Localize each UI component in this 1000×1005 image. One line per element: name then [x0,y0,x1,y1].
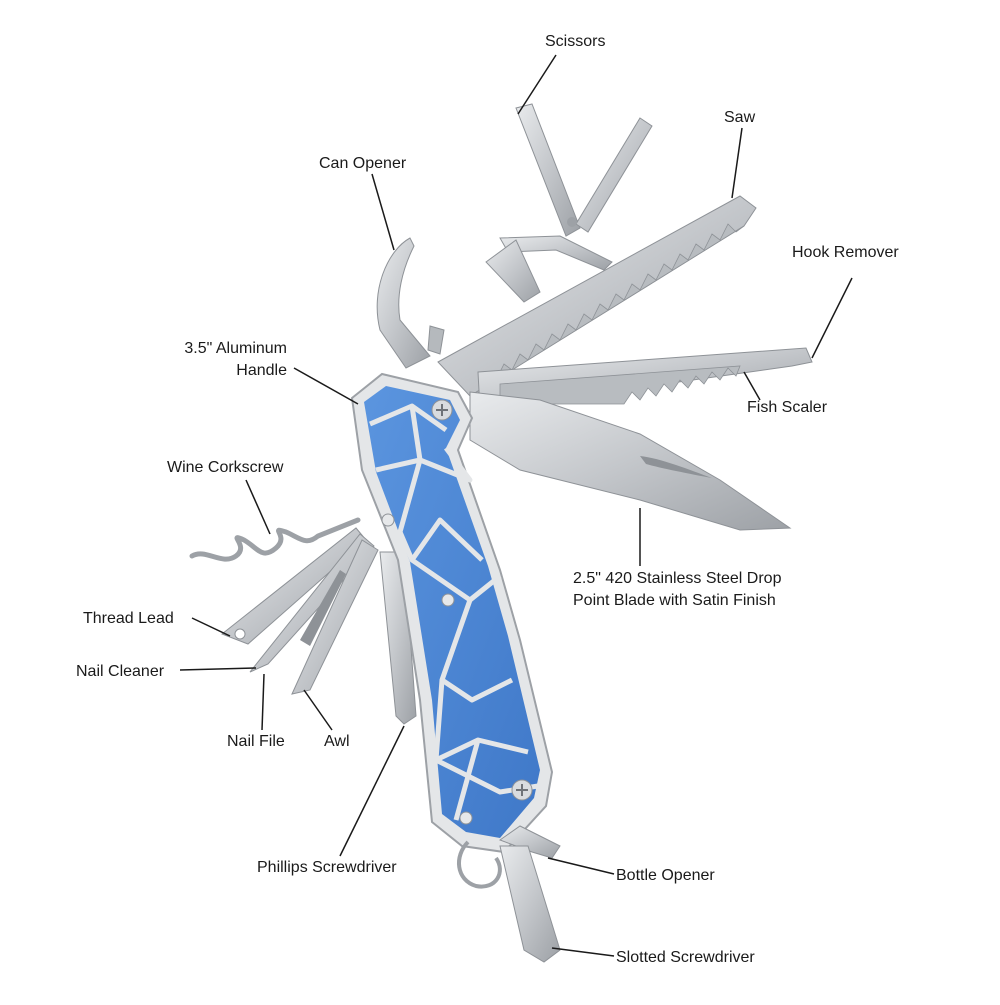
label-handle-line1: 3.5" Aluminum [184,340,287,357]
leader-phillips [339,725,405,857]
leader-nail-file [261,673,265,731]
label-phillips-screwdriver: Phillips Screwdriver [257,859,397,876]
leader-hook-remover [811,277,853,359]
leader-handle [293,367,359,405]
label-handle-line2: Handle [236,362,287,379]
label-saw: Saw [724,109,756,126]
aluminum-handle [350,372,554,854]
label-nail-cleaner: Nail Cleaner [76,663,165,680]
leader-lines [179,54,853,957]
label-scissors: Scissors [545,33,606,50]
bottle-opener-tool [456,825,561,963]
leader-scissors [517,54,557,115]
label-blade-line2: Point Blade with Satin Finish [573,592,776,609]
label-bottle-opener: Bottle Opener [616,867,715,884]
leader-slotted [551,947,615,957]
leader-thread-lead [191,617,231,637]
fish-scaler-tool [477,347,813,411]
label-fish-scaler: Fish Scaler [747,399,828,416]
label-hook-remover: Hook Remover [792,244,899,261]
label-slotted-screwdriver: Slotted Screwdriver [616,949,755,966]
leader-corkscrew [245,479,271,535]
drop-point-blade [469,391,792,531]
leader-can-opener [371,173,395,251]
label-nail-file: Nail File [227,733,285,750]
label-awl: Awl [324,733,350,750]
saw-tool [437,195,757,397]
leader-nail-cleaner [179,667,257,671]
scissors-tool [485,103,653,303]
handle-screws [381,399,533,825]
leader-saw [731,127,743,199]
small-tools [221,527,379,695]
leader-fish-scaler [743,371,761,401]
label-can-opener: Can Opener [319,155,407,172]
can-opener-tool [376,237,445,369]
leader-awl [303,689,333,731]
label-blade-line1: 2.5" 420 Stainless Steel Drop [573,570,782,587]
label-wine-corkscrew: Wine Corkscrew [167,459,284,476]
label-thread-lead: Thread Lead [83,610,174,627]
leader-bottle-opener [547,857,615,875]
corkscrew-tool [189,517,361,562]
